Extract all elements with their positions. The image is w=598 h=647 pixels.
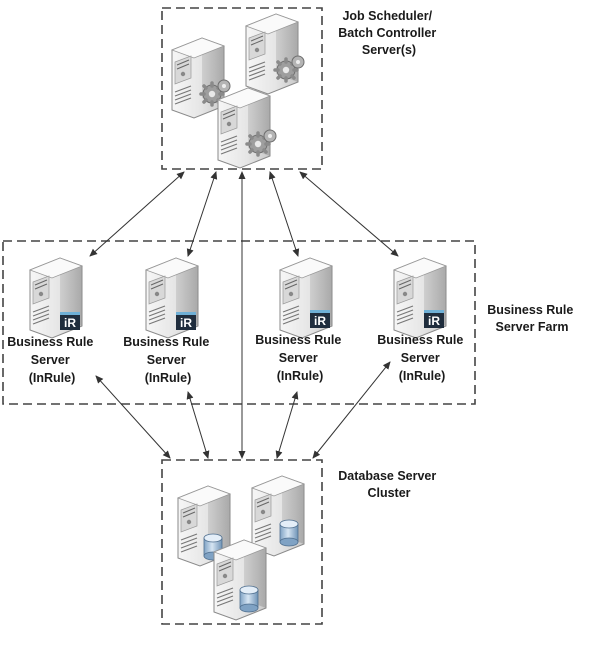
rule-server-2: iR Business Rule Server (InRule) xyxy=(123,257,213,385)
database-server xyxy=(213,539,267,621)
scheduler-group-label: Job Scheduler/ Batch Controller Server(s… xyxy=(338,9,439,57)
inrule-badge-text: iR xyxy=(64,316,76,330)
scheduler-server xyxy=(245,13,306,95)
scheduler-label-line: Job Scheduler/ xyxy=(342,9,432,23)
arrow-scheduler-rule-server-4 xyxy=(299,171,399,257)
rule-server-label: Business Rule Server (InRule) xyxy=(123,335,213,385)
rule-server-label-line: Server xyxy=(147,353,186,367)
arrow-rule-server-2-database xyxy=(186,391,210,459)
rule-server-label-line: Server xyxy=(31,353,70,367)
rule-server-label-line: Business Rule xyxy=(377,333,463,347)
rule-server-label-line: (InRule) xyxy=(277,369,324,383)
rule-server-label: Business Rule Server (InRule) xyxy=(255,333,345,383)
rule-server-label-line: (InRule) xyxy=(29,371,76,385)
arrow-scheduler-rule-server-3 xyxy=(268,171,300,257)
server-database-icon xyxy=(279,519,299,547)
rule-server-label: Business Rule Server (InRule) xyxy=(377,333,467,383)
inrule-badge-text: iR xyxy=(314,314,326,328)
arrow-rule-server-1-database xyxy=(95,375,171,459)
scheduler-label-line: Batch Controller xyxy=(338,26,436,40)
rule-server-label-line: Business Rule xyxy=(255,333,341,347)
server-inrule-icon: iR xyxy=(310,310,330,328)
rule-server-label-line: Server xyxy=(279,351,318,365)
inrule-badge-text: iR xyxy=(428,314,440,328)
server-inrule-icon: iR xyxy=(424,310,444,328)
database-group-label: Database Server Cluster xyxy=(338,469,439,500)
database-server xyxy=(251,475,305,557)
arrow-rule-server-3-database xyxy=(275,391,299,459)
arrow-scheduler-rule-server-1 xyxy=(89,171,185,257)
rule-server-label-line: Business Rule xyxy=(7,335,93,349)
server-inrule-icon: iR xyxy=(176,312,196,330)
farm-label-line: Business Rule xyxy=(487,303,573,317)
farm-group-label: Business Rule Server Farm xyxy=(487,303,577,334)
rule-server-1: iR Business Rule Server (InRule) xyxy=(7,257,97,385)
server-database-icon xyxy=(239,585,259,613)
rule-server-label-line: Business Rule xyxy=(123,335,209,349)
inrule-badge-text: iR xyxy=(180,316,192,330)
rule-server-4: iR Business Rule Server (InRule) xyxy=(377,257,467,383)
arrow-rule-server-4-database xyxy=(312,361,391,459)
database-label-line: Cluster xyxy=(367,486,410,500)
database-label-line: Database Server xyxy=(338,469,436,483)
scheduler-label-line: Server(s) xyxy=(362,43,416,57)
database-group-box xyxy=(161,459,323,625)
scheduler-group-box xyxy=(161,7,323,170)
arrow-scheduler-rule-server-2 xyxy=(186,171,218,257)
rule-server-label-line: Server xyxy=(401,351,440,365)
rule-server-3: iR Business Rule Server (InRule) xyxy=(255,257,345,383)
scheduler-server xyxy=(217,87,278,169)
rule-server-label-line: (InRule) xyxy=(399,369,446,383)
farm-label-line: Server Farm xyxy=(496,320,569,334)
server-inrule-icon: iR xyxy=(60,312,80,330)
rule-server-label: Business Rule Server (InRule) xyxy=(7,335,97,385)
rule-server-label-line: (InRule) xyxy=(145,371,192,385)
